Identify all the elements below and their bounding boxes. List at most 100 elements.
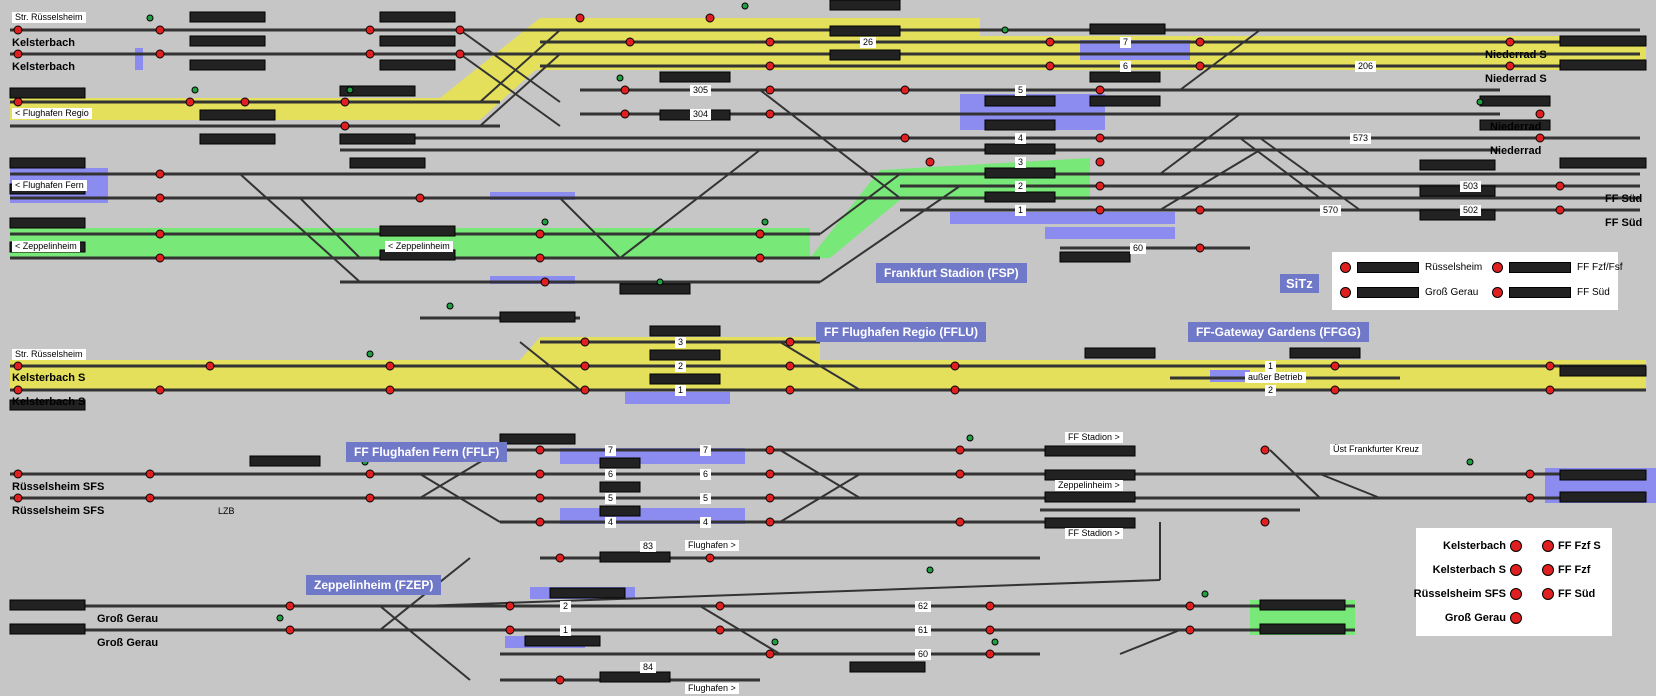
signal-icon bbox=[1510, 540, 1522, 552]
track-number-2: 2 bbox=[1015, 181, 1027, 192]
signal-icon bbox=[1510, 588, 1522, 600]
legend-top-row-3: Groß Gerau bbox=[1340, 287, 1478, 298]
track-number-61: 61 bbox=[915, 625, 932, 636]
tracks-lines bbox=[10, 28, 1646, 682]
legend-top-label-4: FF Süd bbox=[1577, 287, 1610, 298]
label-zeppelinheim-left: < Zeppelinheim bbox=[12, 241, 80, 252]
legend-bottom-left-3: Rüsselsheim SFS bbox=[1414, 588, 1522, 600]
label-ff-sud-1: FF Süd bbox=[1605, 193, 1643, 205]
label-flughafen-fern: < Flughafen Fern bbox=[12, 180, 87, 191]
track-number-6: 6 bbox=[1120, 61, 1132, 72]
track-number-f7: 7 bbox=[605, 445, 617, 456]
legend-top-label-2: FF Fzf/Fsf bbox=[1577, 262, 1623, 273]
legend-bottom: Kelsterbach Kelsterbach S Rüsselsheim SF… bbox=[1414, 528, 1612, 636]
track-number-304: 304 bbox=[690, 109, 712, 120]
track-number-503: 503 bbox=[1460, 181, 1482, 192]
signal-icon bbox=[1542, 540, 1554, 552]
track-number-f5: 5 bbox=[605, 493, 617, 504]
track-number-s1: 1 bbox=[675, 385, 687, 396]
signal-icon bbox=[1492, 262, 1503, 273]
track-number-g1: 1 bbox=[1265, 361, 1277, 372]
legend-bottom-label-l3: Rüsselsheim SFS bbox=[1413, 588, 1506, 600]
legend-bottom-left-1: Kelsterbach bbox=[1443, 540, 1522, 552]
label-zeppelinheim-mid: < Zeppelinheim bbox=[385, 241, 453, 252]
track-number-1: 1 bbox=[1015, 205, 1027, 216]
track-number-4: 4 bbox=[1015, 133, 1027, 144]
legend-bottom-label-r2: FF Fzf bbox=[1558, 564, 1591, 576]
station-fflu[interactable]: FF Flughafen Regio (FFLU) bbox=[816, 322, 986, 342]
label-ff-stadion-2: FF Stadion > bbox=[1065, 528, 1123, 539]
legend-bottom-label-l2: Kelsterbach S bbox=[1432, 564, 1506, 576]
track-number-84: 84 bbox=[640, 662, 657, 673]
label-ff-sud-2: FF Süd bbox=[1605, 217, 1643, 229]
label-ff-stadion-1: FF Stadion > bbox=[1065, 432, 1123, 443]
legend-bottom-label-l1: Kelsterbach bbox=[1443, 540, 1506, 552]
legend-bottom-label-r1: FF Fzf S bbox=[1558, 540, 1601, 552]
track-number-f6b: 6 bbox=[700, 469, 712, 480]
legend-bottom-right-3: FF Süd bbox=[1542, 588, 1595, 600]
signals bbox=[13, 2, 1565, 685]
legend-bottom-label-l4: Groß Gerau bbox=[1444, 612, 1506, 624]
track-number-502: 502 bbox=[1460, 205, 1482, 216]
label-lzb: LZB bbox=[218, 506, 235, 516]
station-ffgg[interactable]: FF-Gateway Gardens (FFGG) bbox=[1188, 322, 1369, 342]
track-number-26: 26 bbox=[860, 37, 877, 48]
track-number-g2: 2 bbox=[1265, 385, 1277, 396]
legend-bottom-left-2: Kelsterbach S bbox=[1433, 564, 1522, 576]
legend-top-row-4: FF Süd bbox=[1492, 287, 1610, 298]
label-niederrad-2: Niederrad bbox=[1490, 145, 1542, 157]
station-fsp[interactable]: Frankfurt Stadion (FSP) bbox=[876, 263, 1027, 283]
legend-bottom-right-1: FF Fzf S bbox=[1542, 540, 1601, 552]
label-gross-gerau-2: Groß Gerau bbox=[97, 637, 159, 649]
label-str-russelsheim-mid: Str. Rüsselsheim bbox=[12, 349, 86, 360]
track-number-f6: 6 bbox=[605, 469, 617, 480]
track-number-60b: 60 bbox=[915, 649, 932, 660]
block-bar-icon bbox=[1509, 262, 1571, 273]
label-flughafen-2: Flughafen > bbox=[685, 683, 739, 694]
station-sitz[interactable]: SiTz bbox=[1280, 274, 1319, 293]
label-kelsterbach-s-1: Kelsterbach S bbox=[12, 372, 86, 384]
track-number-f7b: 7 bbox=[700, 445, 712, 456]
track-number-305: 305 bbox=[690, 85, 712, 96]
label-russelsheim-sfs-2: Rüsselsheim SFS bbox=[12, 505, 105, 517]
track-number-f5b: 5 bbox=[700, 493, 712, 504]
label-ausser-betrieb: außer Betrieb bbox=[1245, 372, 1306, 383]
block-bar-icon bbox=[1357, 287, 1419, 298]
label-kelsterbach-1: Kelsterbach bbox=[12, 37, 75, 49]
track-number-573: 573 bbox=[1350, 133, 1372, 144]
signal-icon bbox=[1340, 287, 1351, 298]
track-number-83: 83 bbox=[640, 541, 657, 552]
signal-icon bbox=[1542, 564, 1554, 576]
label-russelsheim-sfs-1: Rüsselsheim SFS bbox=[12, 481, 105, 493]
station-fzep[interactable]: Zeppelinheim (FZEP) bbox=[306, 575, 442, 595]
label-flughafen-1: Flughafen > bbox=[685, 540, 739, 551]
label-str-russelsheim-top: Str. Rüsselsheim bbox=[12, 12, 86, 23]
track-number-f4: 4 bbox=[605, 517, 617, 528]
legend-bottom-left-4: Groß Gerau bbox=[1445, 612, 1522, 624]
label-kelsterbach-s-2: Kelsterbach S bbox=[12, 396, 86, 408]
track-number-206: 206 bbox=[1355, 61, 1377, 72]
track-number-60: 60 bbox=[1130, 243, 1147, 254]
station-fflf[interactable]: FF Flughafen Fern (FFLF) bbox=[346, 442, 508, 462]
track-number-z2: 2 bbox=[560, 601, 572, 612]
block-bar-icon bbox=[1509, 287, 1571, 298]
label-gross-gerau-1: Groß Gerau bbox=[97, 613, 159, 625]
legend-top-row-1: Rüsselsheim bbox=[1340, 262, 1482, 273]
track-number-7: 7 bbox=[1120, 37, 1132, 48]
track-number-s3: 3 bbox=[675, 337, 687, 348]
signal-icon bbox=[1510, 564, 1522, 576]
label-zeppelinheim-right: Zeppelinheim > bbox=[1055, 480, 1123, 491]
label-niederrad-s-1: Niederrad S bbox=[1485, 49, 1547, 61]
label-kelsterbach-2: Kelsterbach bbox=[12, 61, 75, 73]
label-niederrad-s-2: Niederrad S bbox=[1485, 73, 1547, 85]
track-number-3: 3 bbox=[1015, 157, 1027, 168]
signal-icon bbox=[1510, 612, 1522, 624]
track-number-5: 5 bbox=[1015, 85, 1027, 96]
legend-top: Rüsselsheim FF Fzf/Fsf Groß Gerau FF Süd bbox=[1332, 252, 1623, 310]
track-number-z1: 1 bbox=[560, 625, 572, 636]
legend-bottom-right-2: FF Fzf bbox=[1542, 564, 1590, 576]
label-niederrad-1: Niederrad bbox=[1490, 121, 1542, 133]
signal-icon bbox=[1542, 588, 1554, 600]
